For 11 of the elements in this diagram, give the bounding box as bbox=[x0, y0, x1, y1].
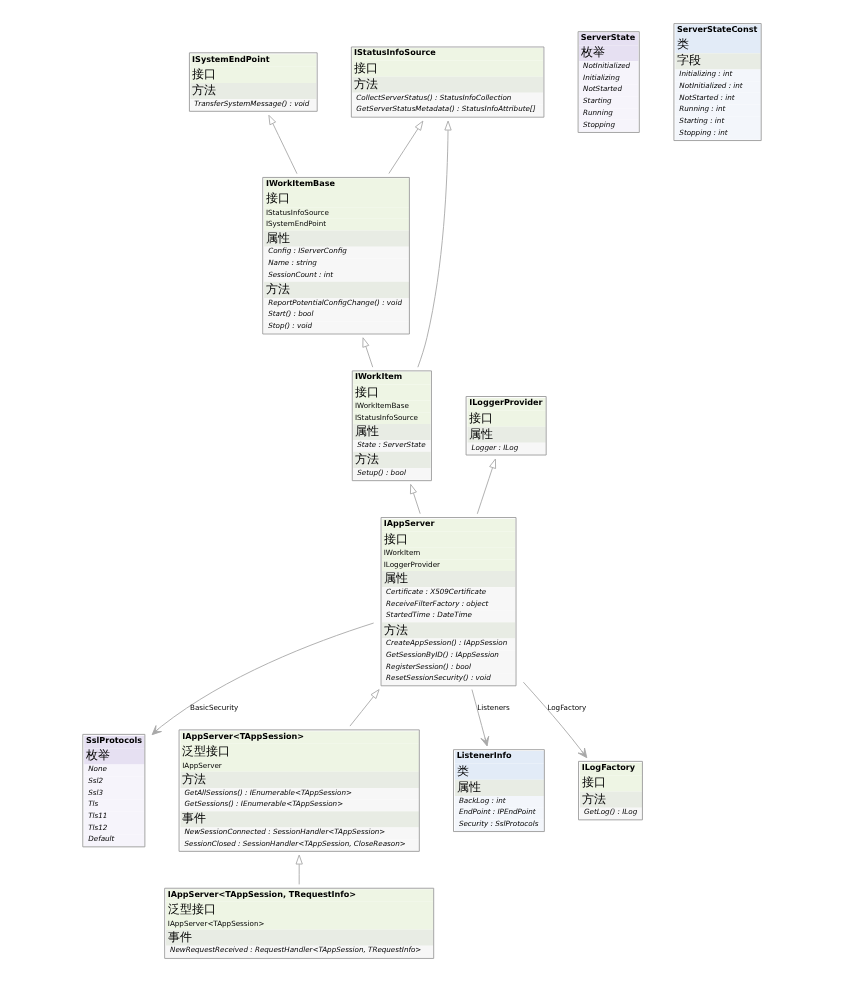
arrow bbox=[348, 689, 379, 727]
arrow bbox=[470, 689, 489, 747]
arrow bbox=[475, 458, 496, 515]
arrow bbox=[409, 483, 420, 515]
arrow bbox=[387, 120, 423, 174]
arrow bbox=[416, 120, 451, 368]
arrow bbox=[521, 681, 587, 759]
arrow bbox=[150, 622, 374, 736]
arrow bbox=[267, 114, 297, 175]
arrow bbox=[294, 854, 302, 885]
arrow bbox=[361, 337, 373, 368]
